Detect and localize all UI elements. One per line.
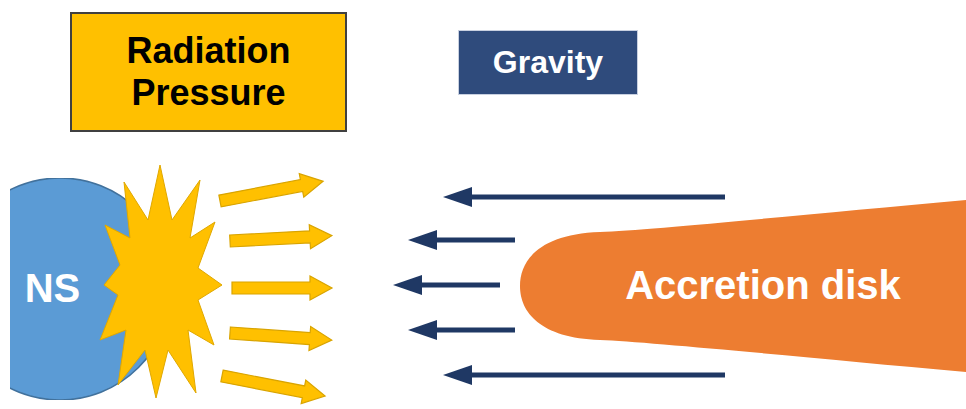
node-label: Accretion disk [625,262,901,309]
label-box: Radiation Pressure [70,12,347,132]
disk-body [520,200,966,372]
star-body [10,178,171,400]
radiation-arrows [218,170,333,408]
node-label: Radiation Pressure [82,30,335,115]
neutron-star: NS [10,178,175,400]
label-box: Gravity [458,30,638,95]
node-label: Gravity [493,44,603,82]
accretion-disk: Accretion disk [520,200,966,372]
node-label: NS [25,265,81,312]
